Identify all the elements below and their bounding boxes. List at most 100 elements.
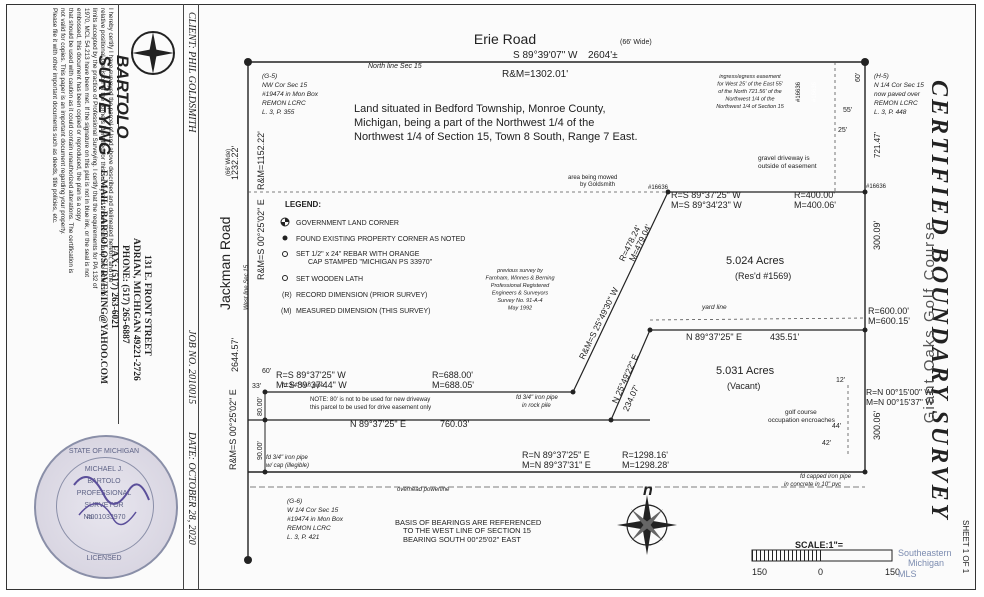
erie-road-label: Erie Road — [474, 31, 536, 47]
parcel1-note: (Res'd #1569) — [735, 271, 791, 281]
dim-55: 55' — [843, 107, 852, 114]
nw-corner-note: REMON LCRC — [262, 100, 306, 107]
dim-25: 25' — [838, 127, 847, 134]
divider — [198, 4, 199, 590]
north-label: n — [643, 482, 653, 499]
bearings-note: BEARING SOUTH 00°25'02" EAST — [403, 535, 521, 544]
corner-pt — [862, 189, 868, 195]
nw-corner-note: (G-5) — [262, 73, 277, 80]
parcel2-acres: 5.031 Acres — [716, 365, 775, 377]
dim-80: 80.00' — [257, 397, 264, 416]
west-top-r: R&M=1152.22' — [256, 131, 266, 190]
scale-150: 150 — [752, 567, 767, 577]
corner-pt — [665, 189, 671, 195]
corner-pt — [262, 417, 268, 423]
previous-survey-note: Engineers & Surveyors — [492, 291, 548, 297]
powerline-label: overhead powerline — [397, 487, 450, 493]
dim-44: 44' — [832, 423, 841, 430]
golf-note: occupation encroaches — [768, 417, 836, 424]
previous-survey-note: Survey No. 91-A-4 — [497, 298, 542, 304]
yard-line — [649, 317, 866, 321]
parcel1-top-r: R=S 89°37'25" W — [671, 190, 741, 200]
n14-corner-note: now paved over — [874, 91, 921, 98]
mowed-note: area being mowed — [568, 175, 617, 181]
erie-bearing: S 89°39'07" W — [513, 50, 578, 61]
parcel2-east-r: R=N 00°15'00" W — [866, 387, 932, 397]
erie-road-width: (66' Wide) — [620, 39, 652, 46]
previous-survey-note: previous survey by — [496, 268, 544, 274]
land-description: Michigan, being a part of the Northwest … — [354, 117, 594, 129]
seal-line: STATE OF MICHIGAN — [69, 448, 139, 455]
corner-pt — [262, 389, 268, 395]
west-bearing: R&M=S 00°25'02" E — [256, 199, 266, 280]
corner-pt — [570, 389, 576, 395]
easement-note: for West 25' of the East 55' — [717, 82, 784, 88]
west-len: 2644.57' — [230, 337, 240, 372]
legend-symbol: (R) — [282, 292, 292, 299]
legend-item: GOVERNMENT LAND CORNER — [296, 220, 399, 227]
legend-item: SET WOODEN LATH — [296, 276, 363, 283]
parcel1-acres: 5.024 Acres — [726, 255, 785, 267]
scale-bar — [751, 549, 893, 562]
line-688-r: R=S 89°37'25" W — [276, 370, 346, 380]
cap-note: #16636 — [648, 185, 669, 191]
previous-survey-note: Professional Registered — [491, 283, 550, 289]
dim-60: 60' — [262, 368, 271, 375]
corner-pt — [608, 417, 614, 423]
dim-33: 33' — [252, 383, 261, 390]
legend-item: MEASURED DIMENSION (THIS SURVEY) — [296, 308, 430, 315]
seal-line: No. — [84, 514, 95, 521]
n14-corner-note: REMON LCRC — [874, 100, 918, 107]
divider — [118, 4, 119, 424]
parcel1-east-r: R=600.00' — [868, 306, 909, 316]
line-1298-m: M=N 89°37'31" E — [522, 460, 591, 470]
line-760-d: 760.03' — [440, 419, 470, 429]
parcel1-top-m: M=S 89°34'23" W — [671, 200, 742, 210]
scale-label: SCALE:1"= — [795, 540, 843, 550]
parcel1-top-rd: R=400.00' — [794, 190, 835, 200]
nw-corner-note: NW Cor Sec 15 — [262, 82, 308, 89]
diag-line — [572, 191, 669, 393]
dim-721: 721.47' — [873, 132, 882, 158]
line-1298-r: R=N 89°37'25" E — [522, 450, 590, 460]
bearings-note: TO THE WEST LINE OF SECTION 15 — [403, 526, 531, 535]
legend-item: SET 1/2" x 24" REBAR WITH ORANGE — [296, 251, 420, 258]
corner-pt — [862, 469, 868, 475]
north-line-label: North line Sec 15 — [368, 63, 422, 70]
corner-pt — [862, 327, 868, 333]
bearings-note: BASIS OF BEARINGS ARE REFERENCED — [395, 518, 542, 527]
seal-line: MICHAEL J. — [85, 466, 123, 473]
nw-corner-note: L. 3, P. 355 — [262, 109, 295, 116]
north-arrow-icon — [617, 495, 677, 555]
line-688-rd: R=688.00' — [432, 370, 473, 380]
erie-distance: 2604'± — [588, 50, 618, 61]
erie-rm: R&M=1302.01' — [502, 69, 568, 80]
line-688-md: M=688.05' — [432, 380, 474, 390]
w14-corner-note: L. 3, P. 421 — [287, 534, 320, 541]
legend-title: LEGEND: — [285, 200, 321, 209]
corner-n14 — [861, 58, 869, 66]
iron-pipe-note: in concrete in 10" pvc — [784, 482, 841, 488]
seal-line: BARTOLO — [87, 478, 121, 485]
corner-pt — [262, 469, 268, 475]
w14-corner-note: (G-6) — [287, 498, 302, 505]
scale-0: 0 — [818, 567, 823, 577]
legend-symbols — [280, 217, 290, 281]
parcel2-diag — [610, 329, 651, 421]
w14-corner-note: W 1/4 Cor Sec 15 — [287, 507, 339, 514]
yard-line-label: yard line — [701, 304, 727, 311]
cap-note: #16636 — [796, 81, 802, 102]
jackman-width: (66' Wide) — [226, 149, 232, 176]
company-logo-icon — [131, 31, 175, 75]
land-description: Land situated in Bedford Township, Monro… — [354, 103, 606, 115]
driveway-note: this parcel to be used for drive easemen… — [310, 405, 431, 411]
divider — [183, 4, 184, 590]
parcel1-diag-b: R&M=S 25°49'30" W — [577, 286, 620, 361]
jackman-road-label: Jackman Road — [217, 217, 233, 310]
w14-corner-note: #19474 in Mon Box — [287, 516, 344, 523]
legend-symbol: (M) — [281, 308, 292, 315]
legend-item: CAP STAMPED "MICHIGAN PS 33970" — [308, 259, 433, 266]
gravel-note: gravel driveway is — [758, 155, 810, 162]
parcel1-bottom-d: 435.51' — [770, 332, 800, 342]
watermark: MLS — [898, 569, 917, 579]
